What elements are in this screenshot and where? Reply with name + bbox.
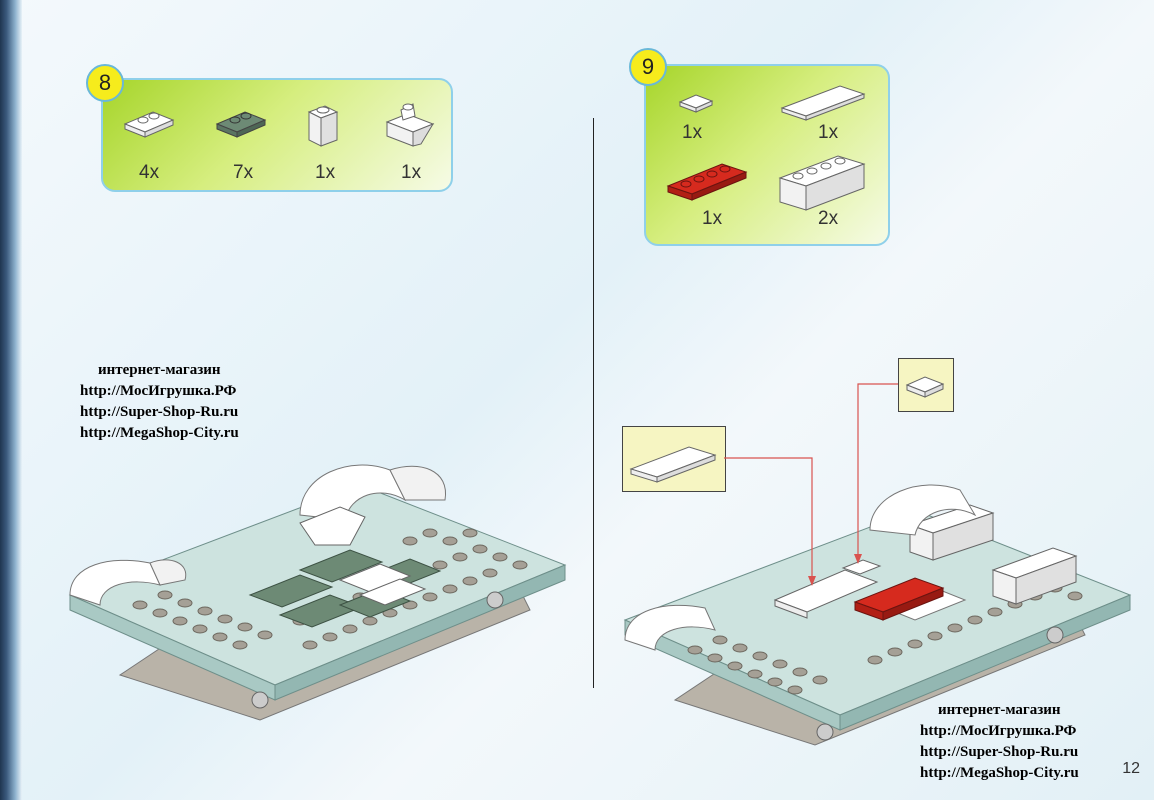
white-1x1-tile-callout-icon xyxy=(905,376,945,398)
white-1x4-brick-icon xyxy=(778,155,866,211)
white-1x2-plate-icon xyxy=(123,111,175,138)
white-1x1-brick-icon xyxy=(307,105,339,147)
step-9-parts-box: 1x 1x 1x 2x xyxy=(644,64,890,246)
shop-title-right: интернет-магазин xyxy=(938,702,1061,718)
step-8-qty-4: 1x xyxy=(401,162,422,183)
step-8-qty-1: 4x xyxy=(139,162,160,183)
step-9-qty-3: 1x xyxy=(702,208,723,229)
shop-info-left: интернет-магазин http://МосИгрушка.РФ ht… xyxy=(80,360,239,444)
step-8-parts-box: 4x 7x 1x 1x xyxy=(101,78,453,192)
page-number: 12 xyxy=(1122,760,1140,777)
white-1x4-tile-callout-icon xyxy=(629,446,717,483)
step-8-number-badge: 8 xyxy=(86,64,124,102)
white-1x4-tile-icon xyxy=(780,85,866,121)
book-spine xyxy=(0,0,22,800)
shop-title-left: интернет-магазин xyxy=(98,362,221,378)
page-divider xyxy=(593,118,594,688)
shop-link-left-1[interactable]: http://МосИгрушка.РФ xyxy=(80,383,237,399)
step-8-model-illustration xyxy=(68,464,567,721)
shop-link-left-2[interactable]: http://Super-Shop-Ru.ru xyxy=(80,404,239,420)
white-slope-brick-icon xyxy=(385,103,435,147)
shop-info-right: интернет-магазин http://МосИгрушка.РФ ht… xyxy=(920,700,1079,784)
shop-link-right-1[interactable]: http://МосИгрушка.РФ xyxy=(920,723,1077,739)
callout-1x1-tile xyxy=(898,358,954,412)
step-9-number-badge: 9 xyxy=(629,48,667,86)
dark-green-1x2-plate-icon xyxy=(215,111,267,138)
step-9-qty-1: 1x xyxy=(682,122,703,143)
step-9-qty-4: 2x xyxy=(818,208,839,229)
red-1x4-plate-icon xyxy=(666,163,748,201)
white-1x1-tile-icon xyxy=(678,94,714,113)
step-9-model-illustration xyxy=(623,484,1132,746)
step-9-qty-2: 1x xyxy=(818,122,839,143)
step-8-qty-3: 1x xyxy=(315,162,336,183)
shop-link-right-3[interactable]: http://MegaShop-City.ru xyxy=(920,765,1079,781)
step-8-qty-2: 7x xyxy=(233,162,254,183)
shop-link-left-3[interactable]: http://MegaShop-City.ru xyxy=(80,425,239,441)
shop-link-right-2[interactable]: http://Super-Shop-Ru.ru xyxy=(920,744,1079,760)
callout-1x4-tile xyxy=(622,426,726,492)
